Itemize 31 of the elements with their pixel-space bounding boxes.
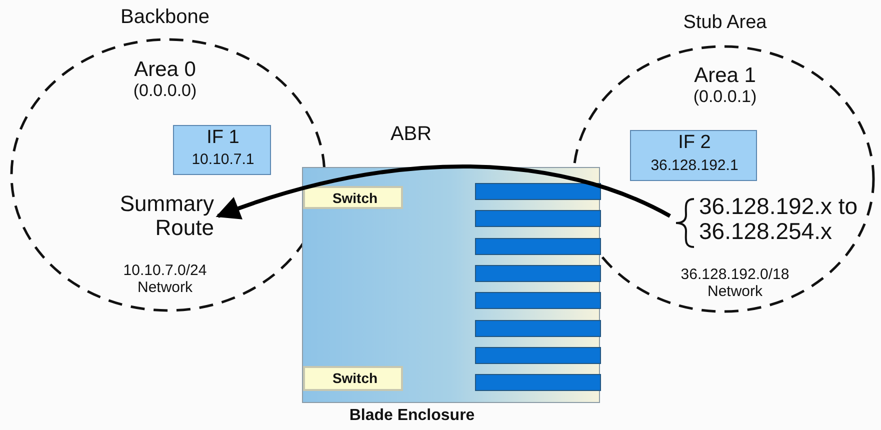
switch-label: Switch [331, 191, 379, 206]
switch-module [303, 186, 403, 209]
area-title: Stub Area [682, 13, 768, 34]
interface-box [173, 125, 271, 175]
blade-server-bar [475, 183, 601, 200]
area-name: Area 1 [693, 64, 757, 88]
blade-server-bar [475, 292, 601, 310]
blade-server-bar [475, 210, 601, 228]
area-name: Area 0 [133, 58, 197, 82]
address-range: 36.128.192.x to 36.128.254.x [699, 194, 859, 245]
interface-name: IF 2 [677, 133, 712, 154]
area-id: (0.0.0.1) [692, 88, 758, 107]
switch-label: Switch [331, 371, 379, 386]
arrow [216, 164, 671, 220]
blade-server-bar [475, 238, 601, 255]
router-label: ABR [389, 123, 433, 145]
area-id: (0.0.0.0) [132, 82, 198, 101]
blade-server-bar [475, 374, 601, 392]
blade-server-bar [475, 320, 601, 336]
interface-address: 36.128.192.1 [650, 158, 740, 174]
switch-module [303, 366, 403, 391]
blade-server-bar [475, 264, 601, 282]
network-label: 10.10.7.0/24 Network [122, 263, 208, 296]
network-label: 36.128.192.0/18 Network [680, 267, 790, 300]
interface-address: 10.10.7.1 [190, 152, 256, 168]
area-title: Backbone [120, 6, 210, 28]
interface-box [630, 130, 757, 181]
route-label-text: Summary Route [118, 192, 214, 240]
interface-name: IF 1 [206, 128, 240, 149]
enclosure-label: Blade Enclosure [348, 407, 476, 425]
blade-server-bar [475, 346, 601, 364]
